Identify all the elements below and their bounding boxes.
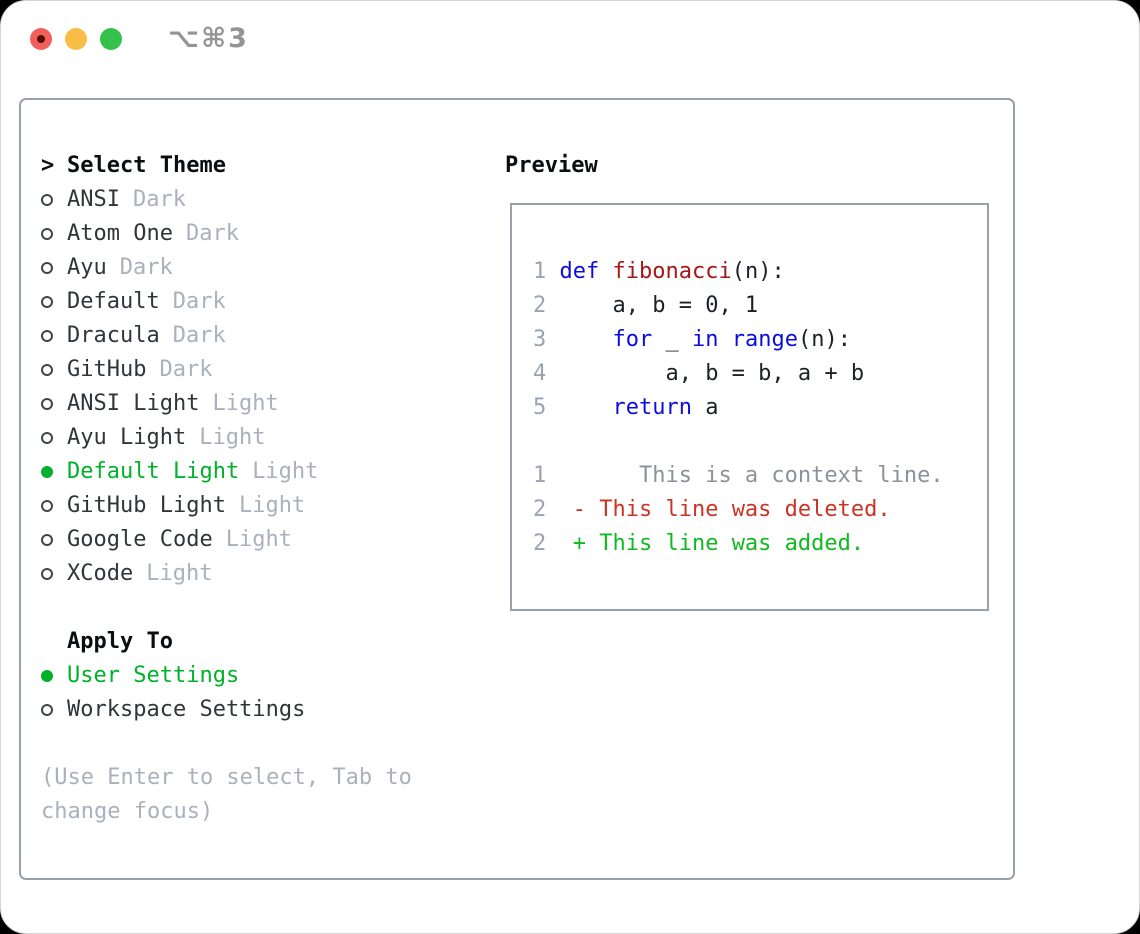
theme-name: GitHub <box>67 357 147 382</box>
theme-name: Atom One <box>67 221 173 246</box>
radio-icon <box>41 704 53 716</box>
theme-variant-label: Dark <box>185 221 239 246</box>
theme-variant-label: Dark <box>132 187 186 212</box>
radio-icon <box>41 194 53 206</box>
theme-name: Google Code <box>67 527 213 552</box>
radio-icon <box>41 398 53 410</box>
spacer <box>41 727 412 761</box>
theme-list-item[interactable]: GitHub Dark <box>41 353 412 387</box>
theme-name: XCode <box>67 561 134 586</box>
apply-to-option[interactable]: Workspace Settings <box>41 693 412 727</box>
theme-list-item[interactable]: Default Light Light <box>41 455 412 489</box>
theme-list-item[interactable]: Google Code Light <box>41 523 412 557</box>
code-line: 2 a, b = 0, 1 <box>533 293 759 318</box>
apply-to-header: Apply To <box>41 625 412 659</box>
minimize-button[interactable] <box>65 28 87 50</box>
theme-name: Ayu Light <box>67 425 187 450</box>
theme-name: GitHub Light <box>67 493 226 518</box>
code-line: 1 This is a context line. <box>533 463 944 488</box>
preview-pane: 1 def fibonacci(n): 2 a, b = 0, 1 3 for _ … <box>510 203 989 611</box>
close-button[interactable] <box>30 28 52 50</box>
help-text-line-1: (Use Enter to select, Tab to <box>41 765 412 790</box>
option-label: User Settings <box>67 663 240 688</box>
radio-icon <box>41 500 53 512</box>
theme-list-item[interactable]: ANSI Light Light <box>41 387 412 421</box>
code-line <box>533 425 987 459</box>
theme-list-item[interactable]: XCode Light <box>41 557 412 591</box>
theme-variant-label: Dark <box>172 323 226 348</box>
apply-to-option-list: User Settings Workspace Settings <box>41 659 412 727</box>
theme-variant-label: Dark <box>159 357 213 382</box>
theme-name: Ayu <box>67 255 107 280</box>
radio-icon <box>41 670 53 682</box>
select-theme-title: Select Theme <box>67 153 226 178</box>
code-line: 5 return a <box>533 395 719 420</box>
code-line: 2 + This line was added. <box>533 531 865 556</box>
radio-icon <box>41 330 53 342</box>
theme-name: Default Light <box>67 459 240 484</box>
theme-variant-label: Dark <box>119 255 173 280</box>
code-line: 3 for _ in range(n): <box>533 327 851 352</box>
theme-variant-label: Light <box>199 425 266 450</box>
radio-icon <box>41 364 53 376</box>
theme-name: ANSI Light <box>67 391 200 416</box>
theme-list-item[interactable]: Default Dark <box>41 285 412 319</box>
radio-icon <box>41 296 53 308</box>
keyboard-shortcut-label: ⌥⌘3 <box>168 23 249 54</box>
titlebar: ⌥⌘3 <box>1 1 1139 81</box>
radio-icon <box>41 568 53 580</box>
theme-name: Dracula <box>67 323 160 348</box>
radio-icon <box>41 534 53 546</box>
code-line: 1 def fibonacci(n): <box>533 259 785 284</box>
theme-variant-label: Light <box>212 391 279 416</box>
select-theme-header: > Select Theme <box>41 149 412 183</box>
theme-variant-label: Dark <box>172 289 226 314</box>
theme-list-item[interactable]: Ayu Light Light <box>41 421 412 455</box>
zoom-button[interactable] <box>100 28 122 50</box>
theme-list-item[interactable]: ANSI Dark <box>41 183 412 217</box>
radio-icon <box>41 228 53 240</box>
theme-variant-label: Light <box>225 527 292 552</box>
help-text-line-2: change focus) <box>41 799 214 824</box>
radio-icon <box>41 466 53 478</box>
radio-icon <box>41 262 53 274</box>
theme-list-item[interactable]: GitHub Light Light <box>41 489 412 523</box>
theme-variant-label: Light <box>252 459 319 484</box>
cursor-icon: > <box>41 153 55 178</box>
theme-list-item[interactable]: Ayu Dark <box>41 251 412 285</box>
code-line: 4 a, b = b, a + b <box>533 361 865 386</box>
theme-variant-label: Light <box>146 561 213 586</box>
theme-name: ANSI <box>67 187 120 212</box>
code-preview: 1 def fibonacci(n): 2 a, b = 0, 1 3 for _ … <box>512 205 987 561</box>
code-line: 2 - This line was deleted. <box>533 497 891 522</box>
theme-list-item[interactable]: Dracula Dark <box>41 319 412 353</box>
apply-to-title: Apply To <box>67 629 173 654</box>
theme-variant-label: Light <box>238 493 306 518</box>
preview-header: Preview <box>505 153 598 178</box>
spacer <box>41 591 412 625</box>
option-label: Workspace Settings <box>67 697 306 722</box>
theme-name: Default <box>67 289 160 314</box>
theme-list-item[interactable]: Atom One Dark <box>41 217 412 251</box>
radio-icon <box>41 432 53 444</box>
apply-to-option[interactable]: User Settings <box>41 659 412 693</box>
